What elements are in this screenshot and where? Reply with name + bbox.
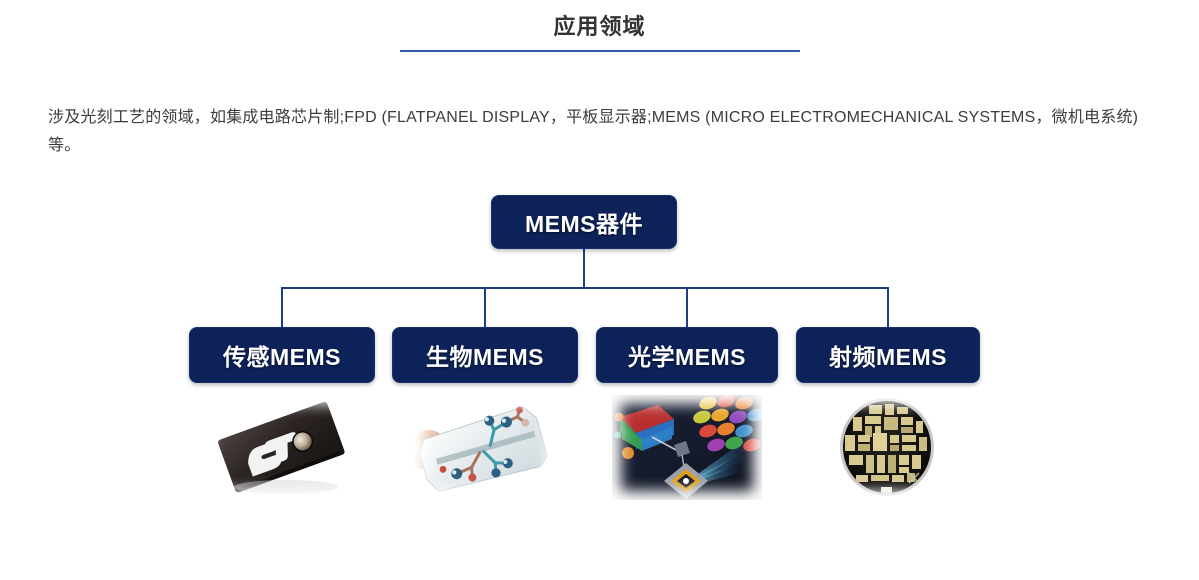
connector-drop-3 [887,287,889,327]
connector-horizontal-bus [281,287,889,289]
title-underline-rule [399,50,800,52]
diagram-node-rf-mems[interactable]: 射频MEMS [796,327,980,383]
connector-drop-1 [484,287,486,327]
page-header: 应用领域 [0,12,1199,52]
mems-hierarchy-diagram: MEMS器件 传感MEMS 生物MEMS 光学MEMS 射频MEMS [0,180,1199,520]
diagram-node-optical-mems[interactable]: 光学MEMS [596,327,778,383]
diagram-node-sensor-mems[interactable]: 传感MEMS [189,327,375,383]
diagram-node-bio-mems[interactable]: 生物MEMS [392,327,578,383]
diagram-node-root[interactable]: MEMS器件 [491,195,677,249]
connector-drop-2 [686,287,688,327]
page-title: 应用领域 [553,14,646,39]
connector-root-stem [583,249,585,288]
rf-mems-circular-die-photo [823,395,951,500]
connector-drop-0 [281,287,283,327]
microfluidic-lab-on-chip-photo [415,395,555,500]
intro-paragraph: 涉及光刻工艺的领域，如集成电路芯片制;FPD (FLATPANEL DISPLA… [48,109,1139,154]
optical-micromirror-dmd-render [612,395,762,500]
st-mems-sensor-chip-photo [200,395,365,500]
